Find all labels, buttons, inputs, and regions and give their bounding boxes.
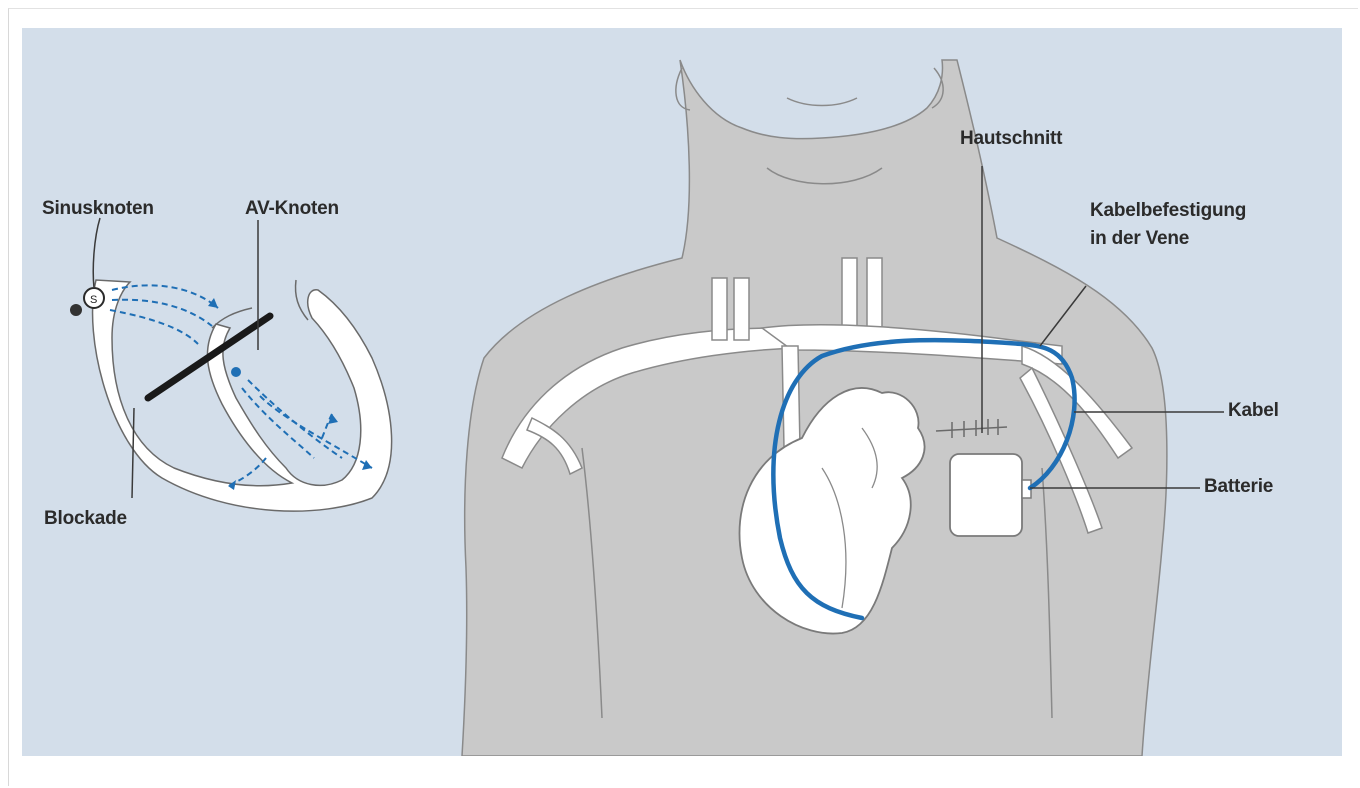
schematic-outline — [93, 280, 392, 511]
label-av-knoten: AV-Knoten — [245, 198, 339, 220]
label-kabel: Kabel — [1228, 400, 1279, 422]
sinus-node-letter: S — [90, 294, 97, 306]
battery-device — [950, 454, 1022, 536]
pacemaker-illustration: S — [22, 28, 1342, 756]
sinus-node-dark — [70, 304, 82, 316]
illustration-panel: S — [22, 28, 1342, 756]
label-in-der-vene: in der Vene — [1090, 228, 1189, 250]
label-batterie: Batterie — [1204, 476, 1273, 498]
mouth-line — [787, 98, 857, 106]
heart-schematic: S — [70, 218, 392, 511]
label-kabelbefestigung: Kabelbefestigung — [1090, 200, 1246, 222]
label-sinusknoten: Sinusknoten — [42, 198, 154, 220]
leader-lines-left — [93, 218, 258, 498]
label-blockade: Blockade — [44, 508, 127, 530]
label-hautschnitt: Hautschnitt — [960, 128, 1062, 150]
block-bar — [148, 316, 270, 398]
schematic-crest — [296, 280, 309, 320]
av-node-dot — [231, 367, 241, 377]
